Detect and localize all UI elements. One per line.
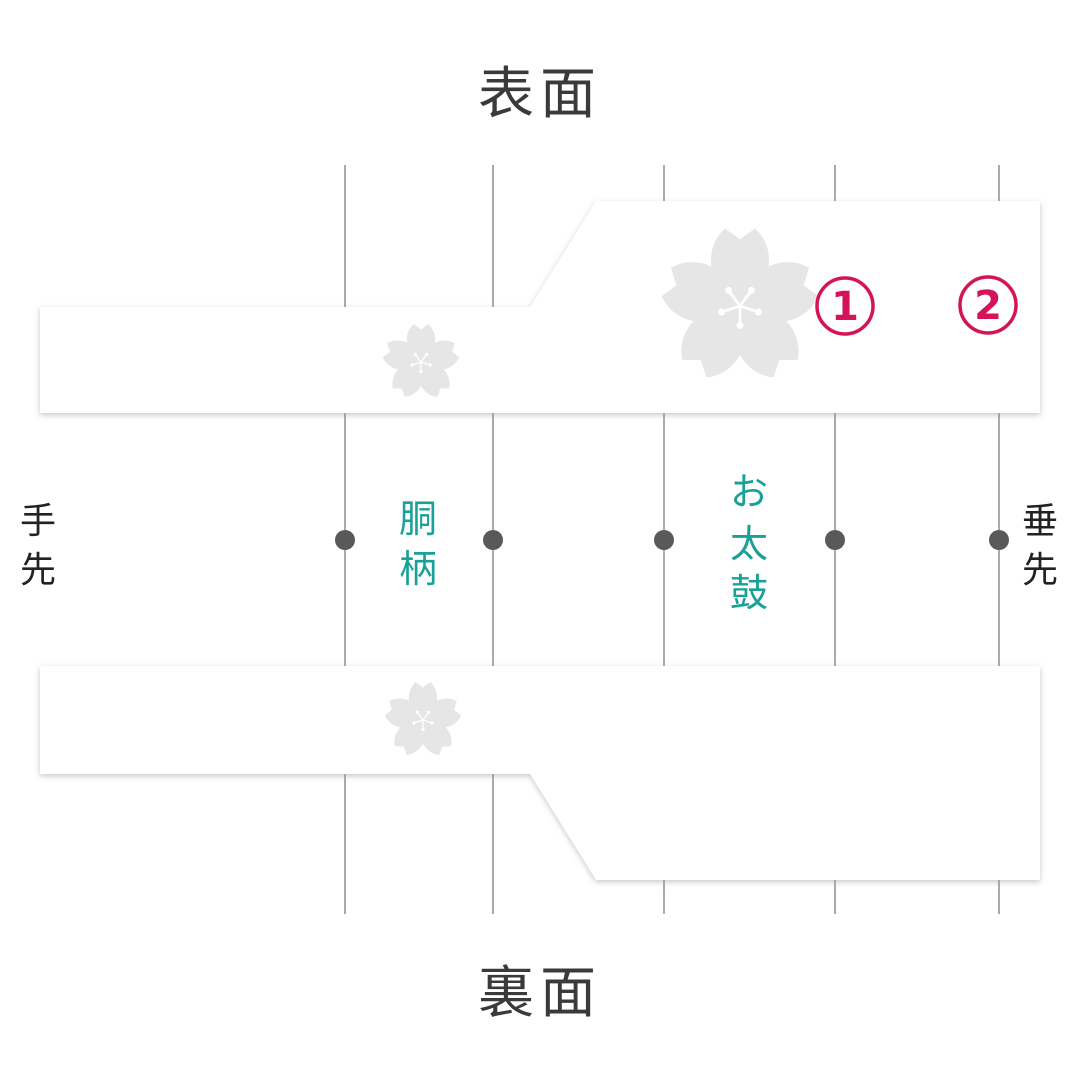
region-label-otaiko: お 太 鼓 <box>730 470 768 615</box>
sakura-stamen-tip <box>410 363 414 367</box>
end-label-char: 先 <box>20 550 56 591</box>
marker-number: 1 <box>831 284 859 330</box>
marker-circle-icon <box>815 276 875 336</box>
sakura-stamen-tip <box>718 308 726 316</box>
sakura-stamen-tip <box>725 286 733 294</box>
guide-dots <box>335 530 1009 550</box>
sakura-stamen-tip <box>747 286 755 294</box>
back-obi-panel <box>40 666 1040 880</box>
region-label-char: 太 <box>730 522 768 566</box>
region-label-char: お <box>730 470 768 514</box>
marker-circle-icon <box>958 275 1018 335</box>
sakura-flower-icon <box>384 682 462 755</box>
sakura-petal <box>382 340 421 370</box>
sakura-stamen <box>415 355 422 363</box>
sakura-stamen <box>420 355 427 363</box>
sakura-stamen <box>729 292 742 307</box>
guide-dot <box>654 530 674 550</box>
front-side-title: 表面 <box>478 62 602 127</box>
sakura-stamen-tip <box>426 710 431 715</box>
sakura-flower-icon <box>382 324 460 397</box>
sakura-stamen <box>413 361 422 366</box>
sakura-stamen <box>724 304 741 313</box>
front-obi-panel <box>40 201 1040 413</box>
end-label-char: 先 <box>1022 550 1058 591</box>
sakura-stamen <box>422 713 429 721</box>
sakura-petal <box>394 719 426 755</box>
marker-1: 1 <box>815 276 875 336</box>
end-label-char: 手 <box>20 501 56 542</box>
region-label-dou: 胴 柄 <box>399 497 437 591</box>
sakura-stamen <box>417 713 424 721</box>
sakura-stamen-tip <box>419 369 423 374</box>
guide-dot <box>989 530 1009 550</box>
sakura-stamen-tip <box>754 308 762 316</box>
sakura-petal <box>661 262 740 322</box>
sakura-stamen-tip <box>424 352 429 357</box>
region-label-char: 鼓 <box>730 571 768 615</box>
region-label-char: 柄 <box>399 547 437 591</box>
sakura-stamen-tip <box>430 721 434 725</box>
guide-dot <box>483 530 503 550</box>
back-side-title: 裏面 <box>478 961 602 1026</box>
sakura-stamen <box>738 292 751 307</box>
sakura-stamen-tip <box>421 727 425 732</box>
sakura-stamen <box>739 304 756 313</box>
end-label-right: 垂 先 <box>1022 501 1058 591</box>
sakura-flower-icon <box>661 228 819 378</box>
sakura-petal <box>420 719 452 755</box>
sakura-petal <box>733 305 799 378</box>
sakura-stamen <box>422 719 431 724</box>
region-label-char: 胴 <box>399 497 437 541</box>
sakura-stamen-tip <box>413 352 418 357</box>
sakura-petal <box>418 361 450 397</box>
end-label-left: 手 先 <box>20 501 56 591</box>
sakura-stamen-tip <box>736 321 744 329</box>
sakura-stamen <box>415 719 424 724</box>
sakura-petal <box>392 361 424 397</box>
marker-number: 2 <box>974 283 1002 329</box>
sakura-stamen <box>420 361 429 366</box>
sakura-petal <box>681 305 747 378</box>
sakura-stamen-tip <box>415 710 420 715</box>
guide-dot <box>335 530 355 550</box>
sakura-stamen-tip <box>428 363 432 367</box>
marker-2: 2 <box>958 275 1018 335</box>
sakura-stamen-tip <box>412 721 416 725</box>
guide-dot <box>825 530 845 550</box>
end-label-char: 垂 <box>1022 501 1058 542</box>
sakura-petal <box>384 698 423 728</box>
